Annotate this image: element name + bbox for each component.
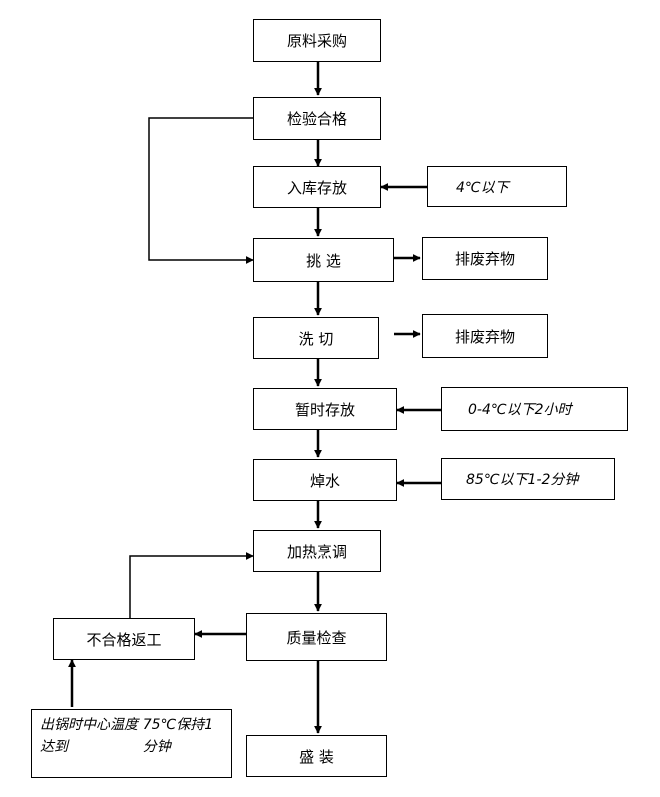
arrow-inspect-bypass-to-sort <box>148 117 254 264</box>
step-heat-season: 加热烹调 <box>253 530 381 572</box>
step-sort: 挑 选 <box>253 238 394 282</box>
condition-storage-temp: 4℃以下 <box>427 166 567 207</box>
step-plate: 盛 装 <box>246 735 387 777</box>
step-blanch: 焯水 <box>253 459 397 501</box>
arrow-rework-to-heat <box>129 552 254 618</box>
condition-cook-core-temp-line2: 75℃保持1分钟 <box>142 717 214 755</box>
discard-after-wash-cut: 排废弃物 <box>422 314 548 358</box>
step-rework: 不合格返工 <box>53 618 195 660</box>
discard-after-sort: 排废弃物 <box>422 237 548 280</box>
step-temp-storage: 暂时存放 <box>253 388 397 430</box>
condition-cook-core-temp-line1: 出锅时中心温度达到 <box>40 717 138 755</box>
step-procure: 原料采购 <box>253 19 381 62</box>
condition-blanch: 85℃以下1-2分钟 <box>441 458 615 500</box>
step-wash-cut: 洗 切 <box>253 317 379 359</box>
step-quality-check: 质量检查 <box>246 613 387 661</box>
condition-temp-storage: 0-4℃以下2小时 <box>441 387 628 431</box>
step-inspect: 检验合格 <box>253 97 381 140</box>
condition-cook-core-temp: 出锅时中心温度达到 75℃保持1分钟 <box>31 709 232 778</box>
step-storage: 入库存放 <box>253 166 381 208</box>
